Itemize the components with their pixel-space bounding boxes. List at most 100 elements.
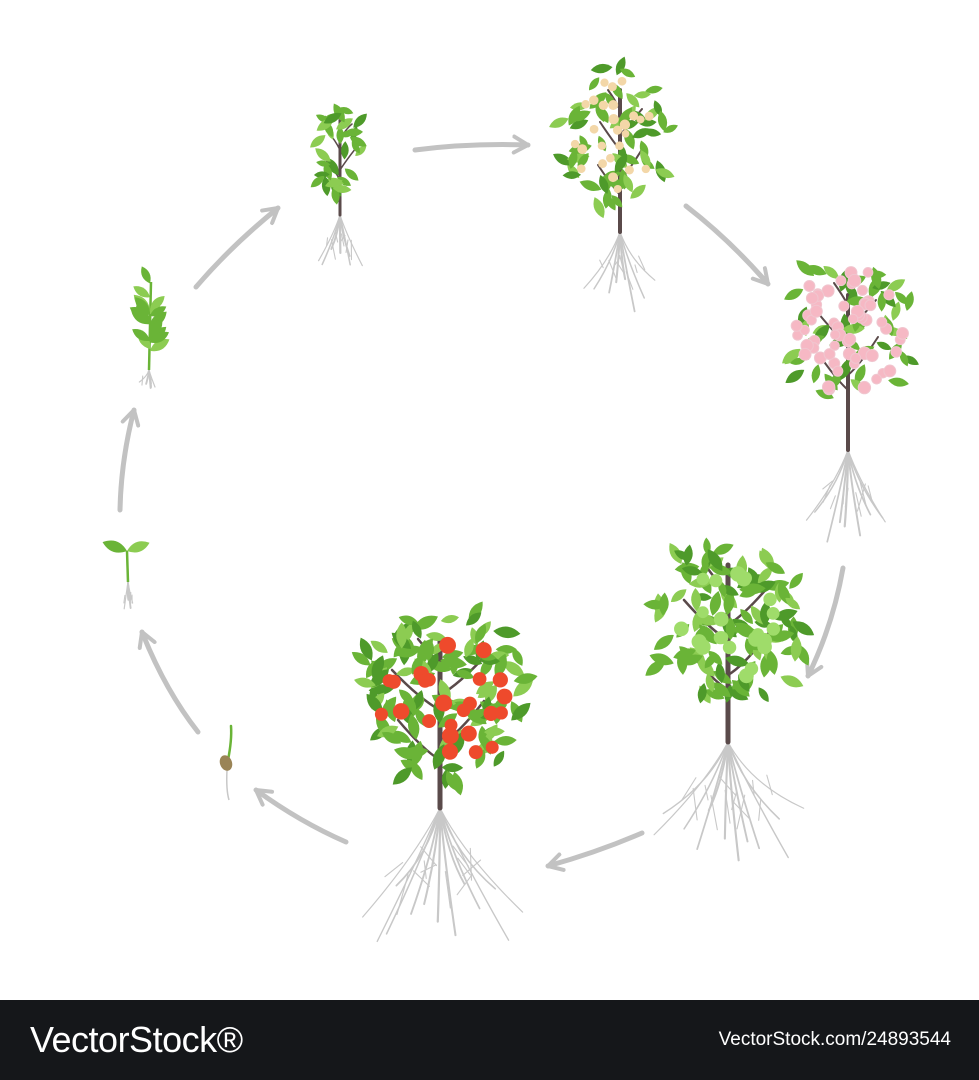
leaf <box>766 649 778 675</box>
leaf <box>663 124 678 133</box>
leaf <box>626 93 640 108</box>
unripe-fruit <box>713 631 727 645</box>
leaf <box>494 653 507 679</box>
bud <box>598 100 609 111</box>
unripe-fruit <box>713 611 729 627</box>
leaf <box>396 667 416 677</box>
leaf <box>377 725 399 738</box>
leaf <box>712 682 731 697</box>
leaf <box>891 301 901 321</box>
bud <box>644 111 654 121</box>
unripe-fruit <box>722 640 737 655</box>
leaf <box>424 639 435 662</box>
leaf <box>475 623 487 644</box>
leaf <box>888 377 909 387</box>
ripe-fruit <box>468 745 483 760</box>
unripe-fruit <box>696 606 709 619</box>
root <box>847 449 862 537</box>
root-branch <box>129 591 132 605</box>
root-branch <box>731 791 738 811</box>
leaf <box>150 306 167 317</box>
roots <box>138 369 156 389</box>
ripe-fruit <box>472 672 487 686</box>
bud <box>621 129 630 138</box>
leaf <box>590 63 613 74</box>
arrow-7 <box>117 407 141 513</box>
blossom <box>857 380 872 395</box>
leaf <box>553 153 573 166</box>
leaf <box>149 318 163 338</box>
leaf <box>899 350 909 367</box>
ripe-fruit <box>460 725 477 742</box>
leaf <box>396 622 408 649</box>
leaf <box>359 637 373 661</box>
ripe-fruit <box>494 706 508 720</box>
leaf <box>705 673 715 693</box>
leaf <box>351 652 371 666</box>
leaf <box>823 266 840 279</box>
bud <box>577 144 588 155</box>
leaf <box>677 650 688 675</box>
root-branch <box>149 377 152 388</box>
stage-unripe-fruit-tree <box>643 537 815 862</box>
root-branch <box>724 789 731 824</box>
leaf <box>455 669 475 680</box>
root-branch <box>842 485 845 505</box>
leaf <box>715 662 725 684</box>
leaf <box>784 288 804 300</box>
unripe-fruit <box>730 566 746 582</box>
root-branch <box>625 271 634 290</box>
leaf <box>806 265 827 276</box>
leaf <box>133 286 150 298</box>
leaf <box>773 609 798 621</box>
seed-root <box>226 769 230 801</box>
leaf <box>670 589 687 603</box>
footer-bar: VectorStock® VectorStock.com/24893544 <box>0 1000 979 1080</box>
leaf <box>740 608 753 624</box>
roots <box>805 448 886 543</box>
root-branch <box>844 487 849 508</box>
root <box>362 807 441 918</box>
leaf <box>599 175 609 194</box>
leaf <box>579 180 602 192</box>
root-branch <box>420 864 437 873</box>
root-branch <box>856 483 866 512</box>
leaf <box>132 329 150 342</box>
root-branch <box>123 594 126 604</box>
leaf <box>440 615 459 624</box>
roots <box>317 213 363 267</box>
leaf <box>785 369 805 383</box>
leaf <box>683 544 693 566</box>
leaf <box>725 616 736 641</box>
blossom <box>864 299 877 312</box>
ripe-fruit <box>441 727 459 745</box>
leaf <box>549 117 569 128</box>
bud <box>641 164 651 174</box>
leaf <box>568 149 578 169</box>
root-branch <box>325 237 329 247</box>
leaf <box>465 612 482 626</box>
root <box>439 807 524 913</box>
leaf <box>131 310 150 325</box>
bud <box>581 100 590 109</box>
stage-budding-tree <box>549 56 678 313</box>
unripe-fruit <box>766 606 780 620</box>
root <box>148 369 156 388</box>
root-branch <box>141 375 144 386</box>
root <box>438 806 457 937</box>
arrow-6 <box>137 629 201 735</box>
leaf <box>570 110 591 122</box>
blossom <box>809 304 823 318</box>
leaf <box>815 389 834 400</box>
leaf <box>400 759 422 772</box>
blossom <box>843 332 857 346</box>
unripe-fruit <box>751 628 765 641</box>
leaf <box>463 655 483 666</box>
bud <box>612 125 623 135</box>
blossom <box>871 373 882 385</box>
leaf <box>464 638 474 658</box>
leaf <box>657 110 668 132</box>
leaf <box>681 654 703 666</box>
root-branch <box>829 495 836 510</box>
leaf <box>513 673 538 684</box>
